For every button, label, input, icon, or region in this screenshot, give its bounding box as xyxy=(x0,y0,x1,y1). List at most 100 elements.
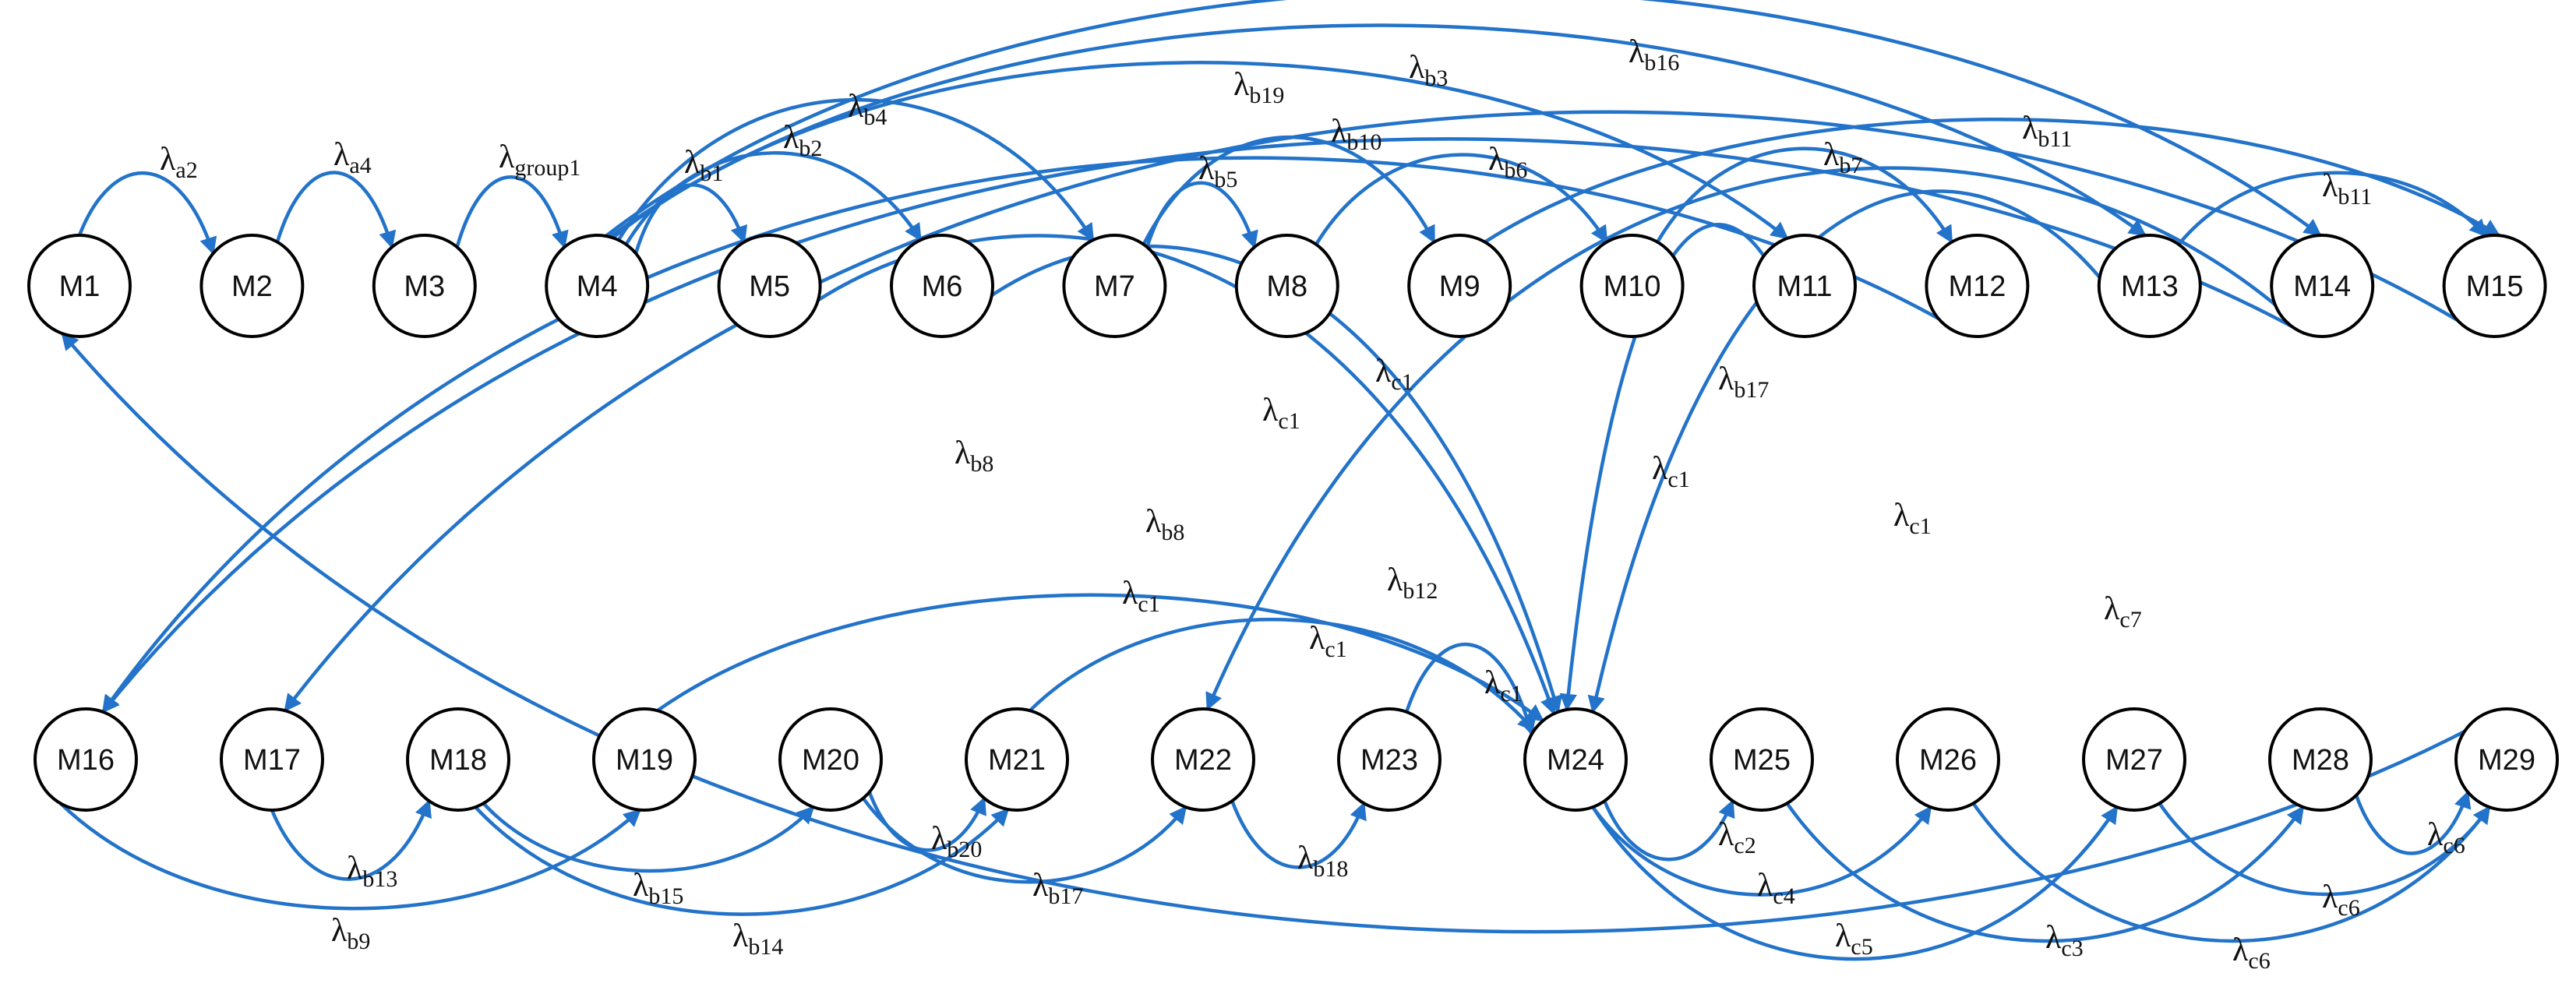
edge-m13-m24 xyxy=(1587,189,2143,714)
node-m22[interactable]: M22 xyxy=(1151,707,1255,812)
node-m13[interactable]: M13 xyxy=(2097,234,2202,338)
edge-label-m20-m22: λb17 xyxy=(1032,868,1083,909)
node-label: M7 xyxy=(1094,270,1135,303)
node-circle xyxy=(890,234,994,338)
node-m1[interactable]: M1 xyxy=(27,234,132,338)
edge-label-m26-m29: λc6 xyxy=(2232,932,2271,974)
edge-label-m24-m25: λc2 xyxy=(1718,817,1756,858)
edge-label-m4-m11: λb19 xyxy=(1233,67,1284,108)
node-m16[interactable]: M16 xyxy=(34,707,138,812)
node-circle xyxy=(2097,234,2202,338)
edge-label-m9-m15: λb11 xyxy=(2022,111,2072,152)
node-circle xyxy=(1752,234,1857,338)
node-label: M10 xyxy=(1604,270,1661,303)
edge-m29-m1 xyxy=(61,332,2508,934)
node-label: M1 xyxy=(59,270,101,303)
node-m19[interactable]: M19 xyxy=(592,707,697,812)
node-m4[interactable]: M4 xyxy=(545,234,650,338)
node-circle xyxy=(1407,234,1512,338)
edge-label-m5-m24: λc1 xyxy=(1262,393,1300,434)
node-m6[interactable]: M6 xyxy=(890,234,994,338)
node-m9[interactable]: M9 xyxy=(1407,234,1512,338)
edge-label-m8-m10: λb6 xyxy=(1488,142,1527,183)
node-circle xyxy=(406,707,510,812)
node-m14[interactable]: M14 xyxy=(2270,234,2375,338)
node-m10[interactable]: M10 xyxy=(1579,234,1685,338)
node-circle xyxy=(965,707,1069,812)
node-m15[interactable]: M15 xyxy=(2442,234,2547,338)
node-label: M21 xyxy=(988,744,1046,777)
edge-label-m14-m22: λb17 xyxy=(1718,361,1769,403)
node-m23[interactable]: M23 xyxy=(1337,707,1442,812)
node-circle xyxy=(1925,234,2030,338)
node-circle xyxy=(1579,234,1685,338)
node-m3[interactable]: M3 xyxy=(372,234,477,338)
edge-label-m4-m14: λb16 xyxy=(1629,34,1679,76)
edge-label-m4-m13: λb3 xyxy=(1409,50,1448,91)
node-m7[interactable]: M7 xyxy=(1062,234,1167,338)
node-circle xyxy=(27,234,132,338)
edge-label-m18-m20: λb15 xyxy=(633,868,683,909)
node-m24[interactable]: M24 xyxy=(1523,707,1628,812)
edge-m7-m8 xyxy=(1145,181,1258,249)
node-m8[interactable]: M8 xyxy=(1234,234,1339,338)
node-label: M24 xyxy=(1547,744,1604,777)
edges-layer xyxy=(58,0,2508,961)
node-label: M26 xyxy=(1919,744,1977,777)
edge-label-m15-m17: λb12 xyxy=(1387,562,1438,604)
node-m11[interactable]: M11 xyxy=(1752,234,1857,338)
node-label: M28 xyxy=(2292,744,2349,777)
node-m26[interactable]: M26 xyxy=(1896,707,2000,812)
node-circle xyxy=(199,234,305,338)
edge-label-m10-m12: λb7 xyxy=(1823,137,1862,178)
edge-m10-m12 xyxy=(1656,146,1953,244)
node-m20[interactable]: M20 xyxy=(778,707,883,812)
edge-m21-m24 xyxy=(1029,617,1536,732)
edge-m2-m3 xyxy=(275,171,397,249)
node-circle xyxy=(545,234,650,338)
node-m28[interactable]: M28 xyxy=(2268,707,2373,812)
node-circle xyxy=(2268,707,2373,812)
node-m25[interactable]: M25 xyxy=(1710,707,1814,812)
node-circle xyxy=(592,707,697,812)
node-m27[interactable]: M27 xyxy=(2082,707,2186,812)
edge-m20-m22 xyxy=(861,797,1187,884)
edge-label-m24-m26: λc4 xyxy=(1757,868,1795,909)
edge-m22-m23 xyxy=(1230,800,1367,869)
node-label: M6 xyxy=(922,270,963,303)
node-m21[interactable]: M21 xyxy=(965,707,1069,812)
node-label: M12 xyxy=(1948,270,2006,303)
edge-m26-m29 xyxy=(1971,802,2491,943)
edge-m28-m29 xyxy=(2354,790,2472,855)
edge-label-m29-m1: λc7 xyxy=(2104,591,2142,633)
node-circle xyxy=(1234,234,1339,338)
node-circle xyxy=(220,707,324,812)
edge-label-m22-m23: λb18 xyxy=(1297,841,1348,882)
node-circle xyxy=(2270,234,2375,338)
edge-label-m19-m24: λc1 xyxy=(1122,576,1160,617)
node-label: M5 xyxy=(749,270,790,303)
node-m17[interactable]: M17 xyxy=(220,707,324,812)
edge-label-m13-m24: λc1 xyxy=(1893,498,1932,539)
node-label: M15 xyxy=(2466,270,2524,303)
node-label: M2 xyxy=(231,270,273,303)
edge-label-m27-m29: λc6 xyxy=(2322,879,2360,921)
edge-label-m4-m5: λb1 xyxy=(684,145,723,186)
node-m18[interactable]: M18 xyxy=(406,707,510,812)
node-circle xyxy=(1523,707,1628,812)
node-m5[interactable]: M5 xyxy=(717,234,822,338)
edge-label-m4-m6: λb2 xyxy=(783,120,822,161)
edge-label-m18-m21: λb14 xyxy=(732,918,783,960)
node-label: M4 xyxy=(577,270,618,303)
edge-label-m21-m24: λc1 xyxy=(1309,621,1347,662)
edge-label-m17-m18: λb13 xyxy=(347,851,397,892)
node-m2[interactable]: M2 xyxy=(199,234,305,338)
node-label: M27 xyxy=(2105,744,2163,777)
node-circle xyxy=(1151,707,1255,812)
node-label: M16 xyxy=(57,744,115,777)
node-m29[interactable]: M29 xyxy=(2454,707,2559,812)
node-m12[interactable]: M12 xyxy=(1925,234,2030,338)
edge-m27-m29 xyxy=(2158,802,2491,897)
edge-label-m24-m27: λc5 xyxy=(1835,918,1873,960)
